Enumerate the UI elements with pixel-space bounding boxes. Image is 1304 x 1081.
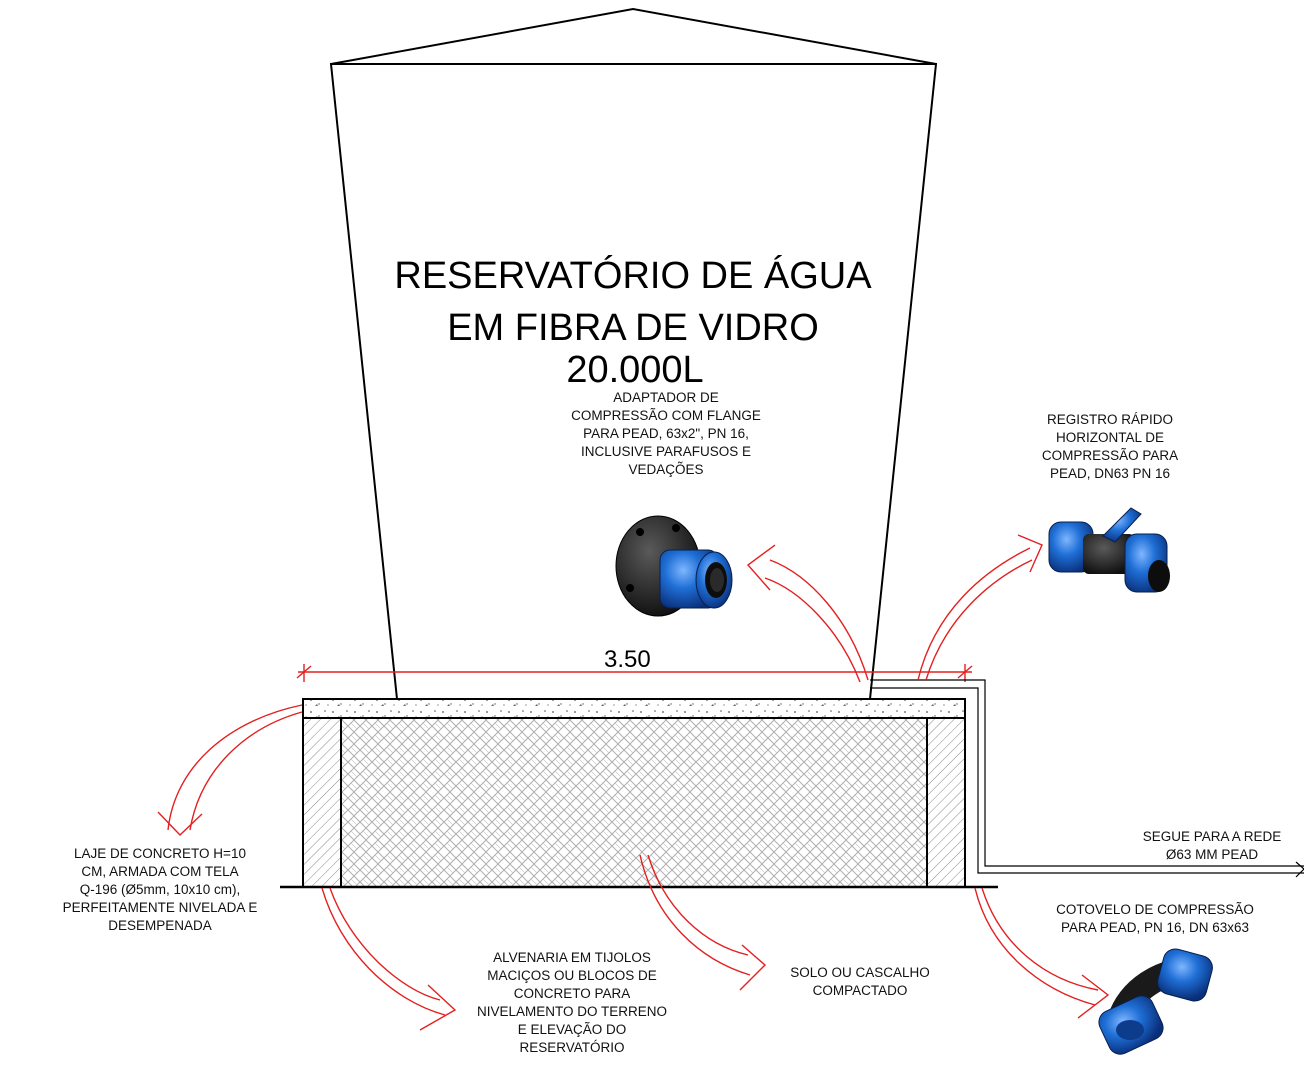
masonry-label-line: ALVENARIA EM TIJOLOS	[493, 950, 651, 965]
masonry-label-line: MACIÇOS OU BLOCOS DE	[487, 968, 657, 983]
network-label-line: SEGUE PARA A REDE	[1142, 829, 1282, 844]
slab-label-line: DESEMPENADA	[108, 918, 212, 933]
adapter-label-line: VEDAÇÕES	[628, 462, 704, 477]
pead-pipe	[870, 679, 1304, 878]
adapter-label: ADAPTADOR DE COMPRESSÃO COM FLANGE PARA …	[540, 389, 792, 479]
adapter-label-line: COMPRESSÃO COM FLANGE	[571, 408, 761, 423]
network-label: SEGUE PARA A REDE Ø63 MM PEAD	[1120, 828, 1304, 864]
valve-label-line: PEAD, DN63 PN 16	[1049, 466, 1171, 481]
dimension-line	[296, 664, 973, 682]
masonry-label: ALVENARIA EM TIJOLOS MACIÇOS OU BLOCOS D…	[450, 949, 694, 1057]
leader-arrows	[157, 534, 1110, 1031]
elbow-label-line: COTOVELO DE COMPRESSÃO	[1056, 902, 1254, 917]
tank-outline	[329, 7, 938, 700]
tank-title-line1: RESERVATÓRIO DE ÁGUA	[394, 255, 872, 297]
adapter-label-line: INCLUSIVE PARAFUSOS E	[580, 444, 752, 459]
masonry-label-line: CONCRETO PARA	[513, 986, 631, 1001]
soil-label-line: COMPACTADO	[812, 983, 908, 998]
concrete-slab	[302, 698, 966, 719]
valve-label-line: HORIZONTAL DE	[1055, 430, 1164, 445]
valve-label-line: COMPRESSÃO PARA	[1041, 448, 1179, 463]
flange-adapter-icon	[615, 515, 733, 617]
masonry-label-line: E ELEVAÇÃO DO	[517, 1022, 627, 1037]
masonry-label-line: RESERVATÓRIO	[519, 1040, 625, 1055]
elbow-label-line: PARA PEAD, PN 16, DN 63x63	[1060, 920, 1250, 935]
slab-label: LAJE DE CONCRETO H=10 CM, ARMADA COM TEL…	[20, 845, 300, 935]
tank-capacity: 20.000L	[566, 349, 704, 391]
slab-label-line: Q-196 (Ø5mm, 10x10 cm),	[79, 882, 241, 897]
elbow-label: COTOVELO DE COMPRESSÃO PARA PEAD, PN 16,…	[1030, 901, 1280, 937]
valve-label: REGISTRO RÁPIDO HORIZONTAL DE COMPRESSÃO…	[1010, 411, 1210, 483]
adapter-label-line: ADAPTADOR DE	[613, 390, 719, 405]
soil-label: SOLO OU CASCALHO COMPACTADO	[760, 964, 960, 1000]
valve-label-line: REGISTRO RÁPIDO	[1046, 412, 1173, 427]
slab-label-line: LAJE DE CONCRETO H=10	[74, 846, 246, 861]
compacted-soil	[340, 717, 928, 888]
adapter-label-line: PARA PEAD, 63x2", PN 16,	[583, 426, 749, 441]
masonry-label-line: NIVELAMENTO DO TERRENO	[476, 1004, 668, 1019]
tank-title: RESERVATÓRIO DE ÁGUA EM FIBRA DE VIDRO	[360, 254, 906, 350]
slab-label-line: CM, ARMADA COM TELA	[81, 864, 239, 879]
soil-label-line: SOLO OU CASCALHO	[790, 965, 930, 980]
dimension-label: 3.50	[604, 646, 651, 673]
elbow-fitting-icon	[1098, 948, 1213, 1055]
tank-title-line2: EM FIBRA DE VIDRO	[447, 307, 819, 349]
slab-label-line: PERFEITAMENTE NIVELADA E	[62, 900, 258, 915]
ball-valve-icon	[1048, 507, 1170, 593]
network-label-line: Ø63 MM PEAD	[1165, 847, 1259, 862]
